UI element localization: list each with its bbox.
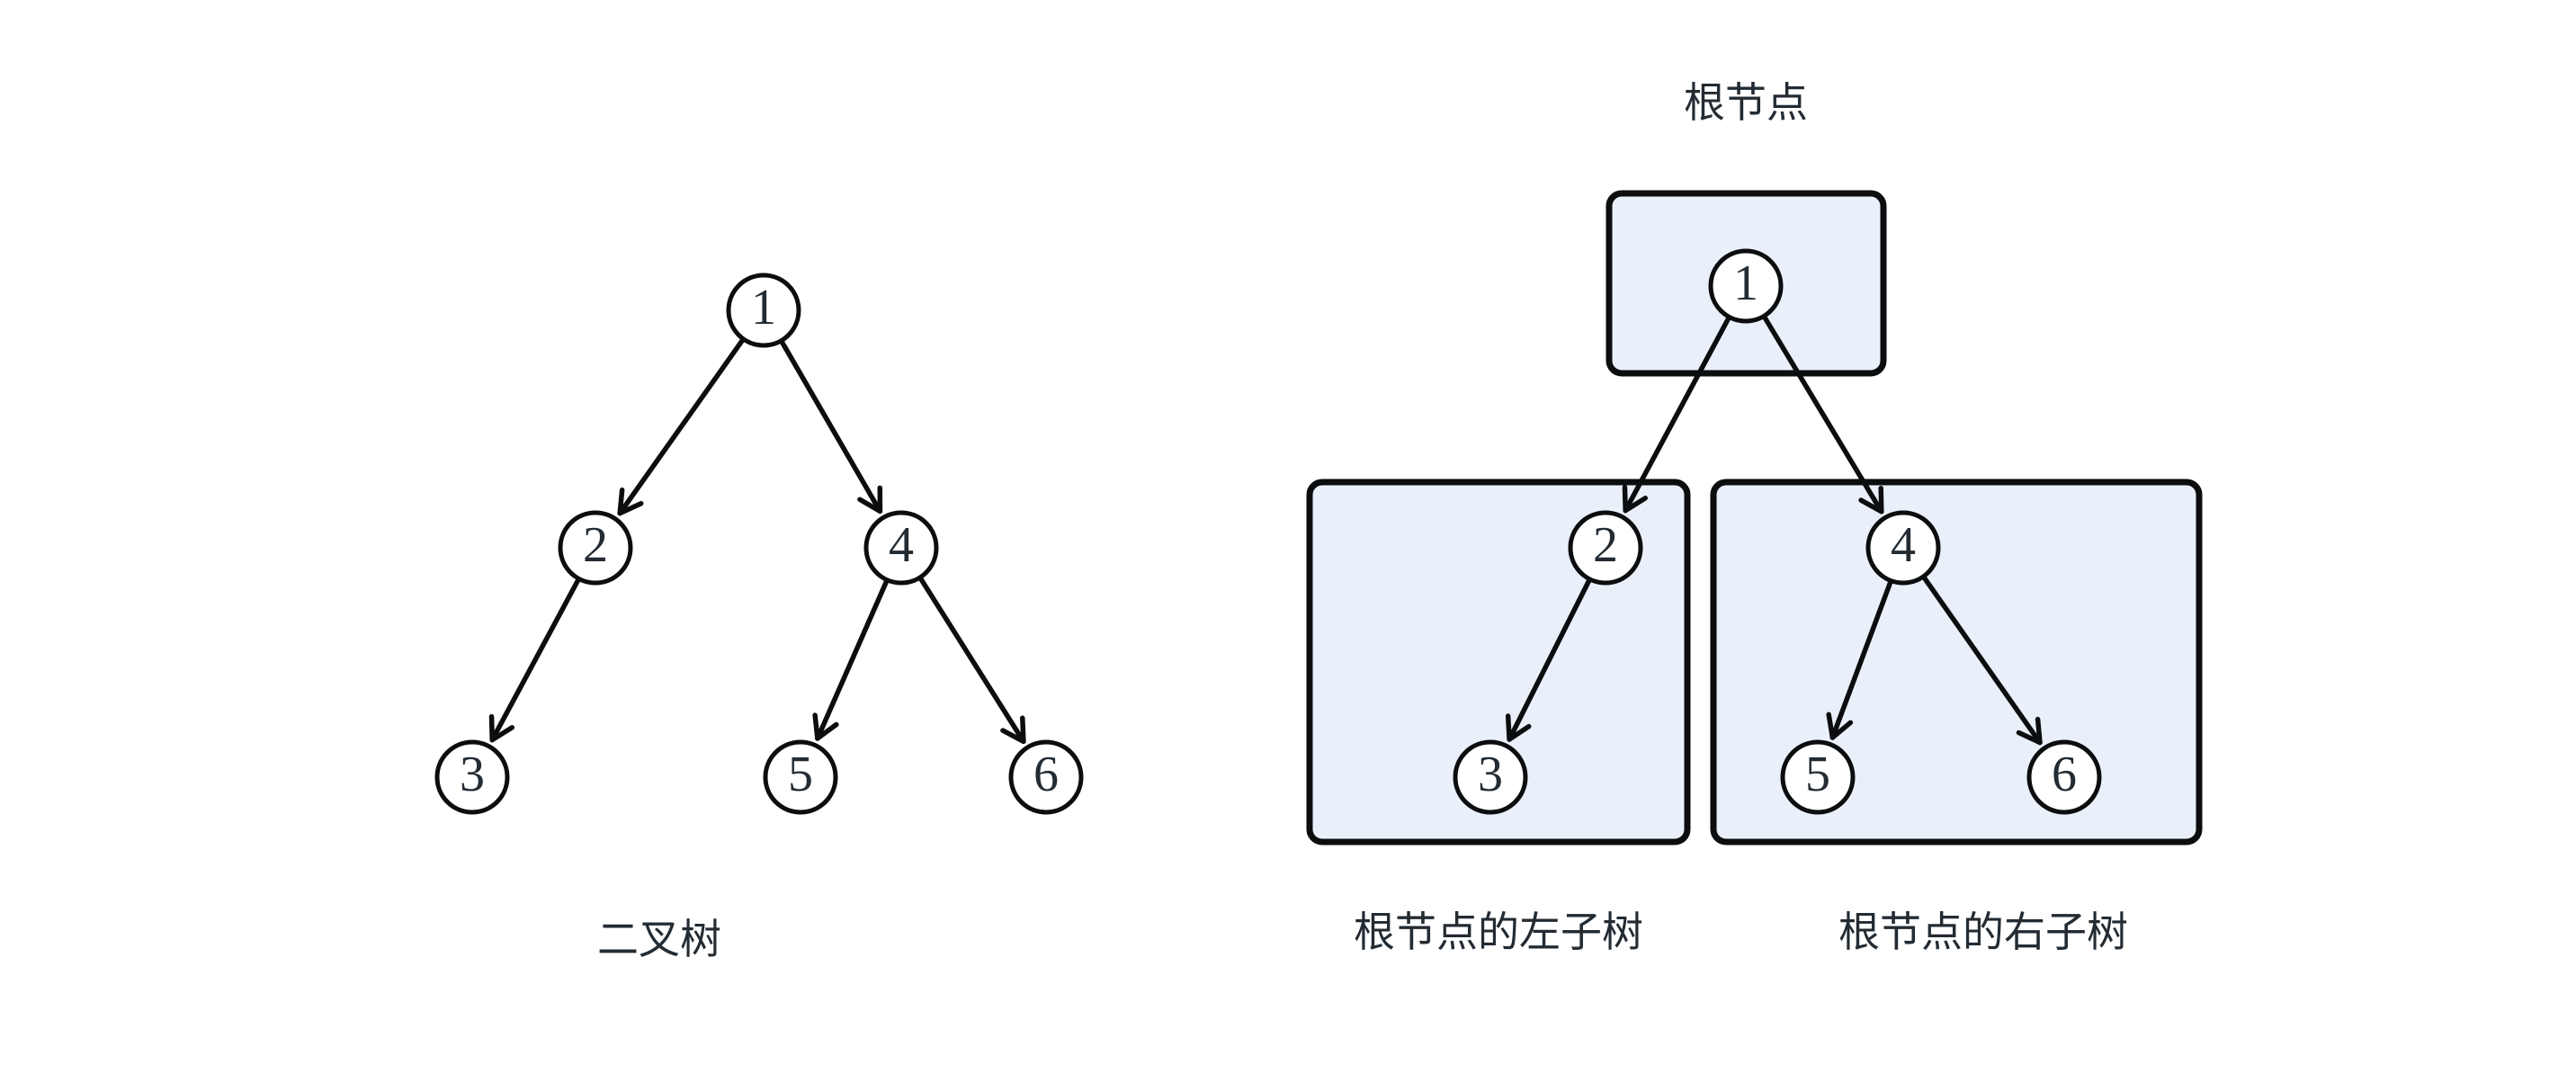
- left-diagram-nodes: 1 2 4 3 5 6: [434, 273, 1084, 815]
- arrow-head-icon: [1622, 484, 1649, 514]
- node-label: 6: [1033, 747, 1059, 802]
- node-circle: [558, 510, 633, 586]
- tree-node-4[interactable]: 4: [1865, 510, 1941, 586]
- node-label: 1: [751, 280, 776, 336]
- node-label: 2: [583, 517, 608, 573]
- tree-node-1[interactable]: 1: [726, 273, 801, 348]
- arrow-head-icon: [617, 488, 644, 516]
- node-circle: [1008, 739, 1084, 815]
- node-label: 1: [1733, 255, 1758, 311]
- node-label: 5: [788, 747, 813, 802]
- caption-left-subtree: 根节点的左子树: [1354, 908, 1643, 956]
- tree-edge: [489, 577, 581, 743]
- node-circle: [863, 510, 939, 586]
- node-circle: [763, 739, 838, 815]
- arrow-head-icon: [488, 713, 515, 743]
- caption-binary-tree: 二叉树: [597, 915, 721, 963]
- tree-node-1[interactable]: 1: [1708, 248, 1784, 324]
- label-root-node: 根节点: [1684, 78, 1808, 127]
- tree-node-5[interactable]: 5: [1780, 739, 1856, 815]
- node-label: 3: [460, 747, 485, 802]
- tree-node-2[interactable]: 2: [558, 510, 633, 586]
- tree-edge: [1507, 577, 1592, 742]
- caption-right-subtree: 根节点的右子树: [1838, 908, 2128, 956]
- tree-edge: [1829, 579, 1893, 740]
- node-circle: [1865, 510, 1941, 586]
- arrow-head-icon: [1826, 711, 1854, 740]
- node-label: 4: [1891, 517, 1916, 573]
- tree-node-5[interactable]: 5: [763, 739, 838, 815]
- node-circle: [434, 739, 510, 815]
- node-circle: [726, 273, 801, 348]
- node-label: 4: [889, 517, 914, 573]
- arrow-head-icon: [857, 485, 883, 515]
- tree-node-3[interactable]: 3: [1453, 739, 1528, 815]
- tree-edge: [617, 337, 746, 516]
- node-circle: [1708, 248, 1784, 324]
- tree-edge: [1623, 316, 1731, 514]
- right-diagram-nodes: 1 2 4 3 5 6: [1453, 248, 2102, 815]
- node-circle: [2026, 739, 2102, 815]
- tree-edge: [918, 576, 1026, 745]
- tree-node-4[interactable]: 4: [863, 510, 939, 586]
- arrow-head-icon: [2016, 716, 2043, 746]
- captions-layer: 二叉树 根节点的左子树 根节点的右子树 根节点: [597, 78, 2128, 963]
- tree-node-2[interactable]: 2: [1568, 510, 1643, 586]
- arrow-head-icon: [1858, 485, 1884, 515]
- node-circle: [1453, 739, 1528, 815]
- right-diagram-edges: [1505, 315, 2043, 746]
- node-label: 5: [1805, 747, 1830, 802]
- node-label: 6: [2052, 747, 2077, 802]
- left-diagram-edges: [488, 337, 1026, 745]
- tree-edge: [815, 578, 890, 741]
- tree-node-3[interactable]: 3: [434, 739, 510, 815]
- node-label: 3: [1478, 747, 1503, 802]
- arrow-head-icon: [1000, 715, 1026, 745]
- node-circle: [1568, 510, 1643, 586]
- tree-node-6[interactable]: 6: [2026, 739, 2102, 815]
- tree-edge: [779, 339, 883, 515]
- arrow-head-icon: [1505, 713, 1532, 742]
- tree-node-6[interactable]: 6: [1008, 739, 1084, 815]
- arrow-head-icon: [812, 712, 839, 741]
- tree-edge: [1762, 315, 1884, 515]
- tree-edge: [1921, 575, 2043, 746]
- node-circle: [1780, 739, 1856, 815]
- node-label: 2: [1593, 517, 1618, 573]
